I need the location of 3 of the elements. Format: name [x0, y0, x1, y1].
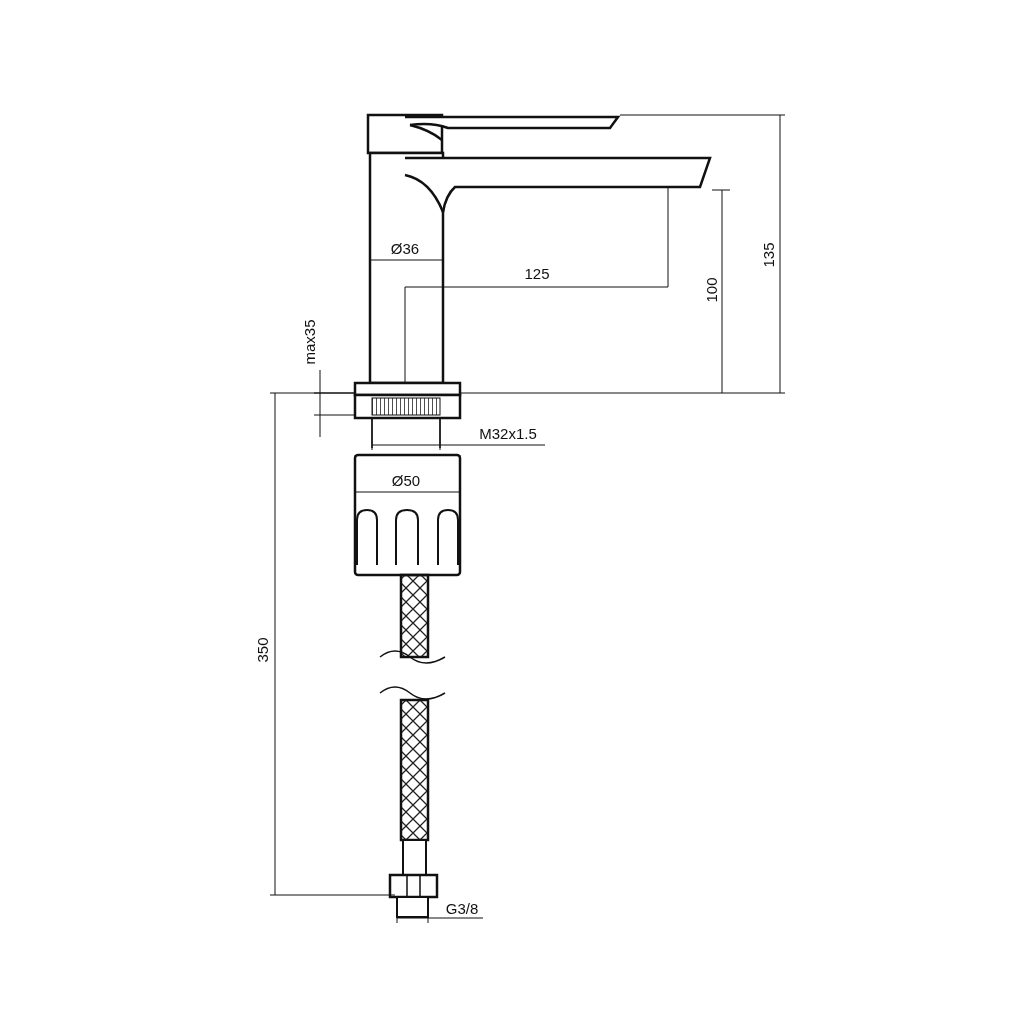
dimension-label: G3/8 — [444, 900, 480, 916]
dimension-label: Ø36 — [389, 240, 421, 256]
dimension-label: Ø50 — [390, 472, 422, 488]
